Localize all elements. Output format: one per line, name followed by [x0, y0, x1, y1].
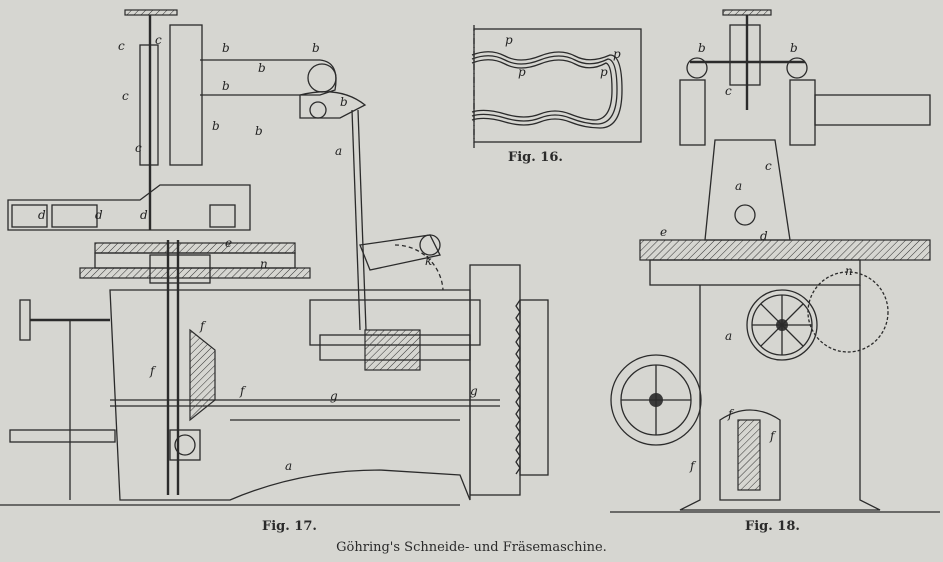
svg-text:d: d: [38, 208, 46, 222]
svg-text:f: f: [689, 459, 697, 473]
svg-text:c: c: [135, 141, 142, 155]
svg-text:d: d: [760, 229, 768, 243]
fig16-labels: p p p p: [505, 33, 621, 79]
svg-text:a: a: [335, 144, 342, 158]
fig18-drawing: [610, 9, 940, 513]
svg-text:p: p: [600, 65, 608, 79]
svg-text:n: n: [845, 264, 853, 278]
page-title: Göhring's Schneide- und Fräsemaschine.: [336, 540, 607, 555]
svg-text:b: b: [698, 41, 706, 55]
svg-text:k: k: [425, 254, 432, 268]
fig18-labels: b b c c d e n a f f f a: [660, 41, 853, 473]
svg-text:b: b: [255, 124, 263, 138]
svg-text:c: c: [765, 159, 772, 173]
svg-text:e: e: [660, 225, 667, 239]
svg-text:b: b: [790, 41, 798, 55]
svg-text:c: c: [118, 39, 125, 53]
fig17-caption: Fig. 17.: [262, 519, 317, 534]
svg-text:f: f: [727, 407, 735, 421]
svg-text:n: n: [260, 257, 268, 271]
fig16-caption: Fig. 16.: [508, 150, 563, 165]
fig18-caption: Fig. 18.: [745, 519, 800, 534]
svg-text:b: b: [212, 119, 220, 133]
svg-text:p: p: [518, 65, 526, 79]
svg-text:p: p: [613, 47, 621, 61]
svg-text:b: b: [222, 41, 230, 55]
svg-text:b: b: [222, 79, 230, 93]
svg-text:a: a: [725, 329, 732, 343]
svg-text:b: b: [258, 61, 266, 75]
svg-text:g: g: [330, 389, 338, 403]
svg-text:g: g: [470, 384, 478, 398]
svg-text:a: a: [285, 459, 292, 473]
svg-text:a: a: [735, 179, 742, 193]
svg-text:e: e: [225, 236, 232, 250]
svg-text:f: f: [769, 429, 777, 443]
svg-text:f: f: [149, 364, 157, 378]
svg-text:c: c: [155, 33, 162, 47]
svg-text:c: c: [725, 84, 732, 98]
svg-text:b: b: [312, 41, 320, 55]
svg-text:f: f: [199, 319, 207, 333]
svg-text:d: d: [140, 208, 148, 222]
svg-text:p: p: [505, 33, 513, 47]
svg-text:c: c: [122, 89, 129, 103]
svg-text:b: b: [340, 95, 348, 109]
fig17-labels: c c c c b b b b b b b a d d d e n f f f …: [38, 33, 478, 473]
fig16-drawing: [471, 25, 642, 150]
svg-text:f: f: [239, 384, 247, 398]
svg-text:d: d: [95, 208, 103, 222]
fig17-drawing: [0, 9, 549, 506]
